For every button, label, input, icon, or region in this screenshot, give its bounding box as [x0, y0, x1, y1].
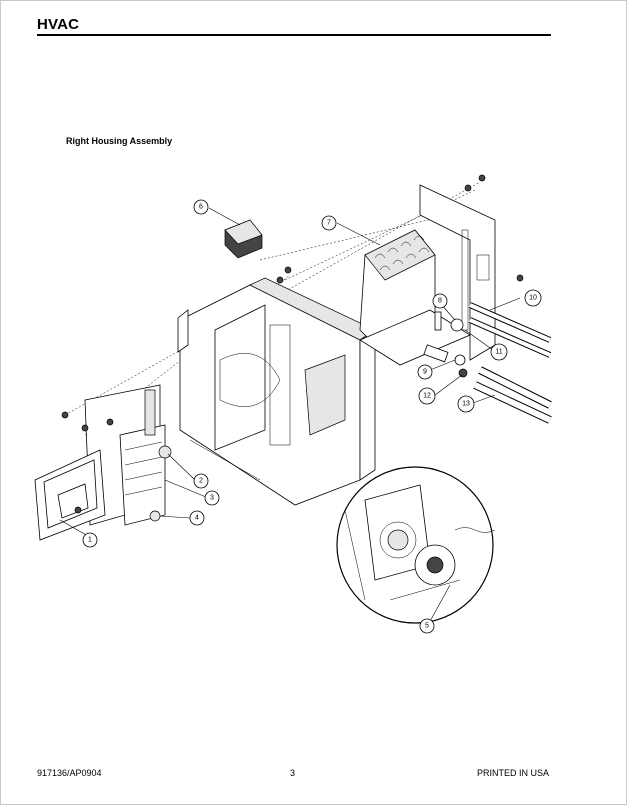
detail-view	[336, 466, 496, 624]
svg-text:2: 2	[199, 478, 203, 485]
callout-3: 3	[204, 490, 220, 506]
svg-text:1: 1	[88, 537, 92, 544]
knob-2	[158, 445, 172, 459]
valve-fittings	[423, 311, 468, 378]
callout-12: 12	[418, 387, 436, 405]
svg-text:13: 13	[462, 401, 470, 408]
callout-13: 13	[457, 395, 475, 413]
svg-text:9: 9	[423, 369, 427, 376]
footer-page-number: 3	[290, 768, 296, 778]
header-rule	[37, 34, 551, 36]
main-housing	[177, 277, 376, 506]
svg-text:10: 10	[529, 295, 537, 302]
callout-1: 1	[82, 532, 98, 548]
svg-text:12: 12	[423, 393, 431, 400]
svg-text:5: 5	[425, 623, 429, 630]
svg-text:8: 8	[438, 298, 442, 305]
svg-text:3: 3	[210, 495, 214, 502]
callout-11: 11	[490, 343, 508, 361]
callout-8: 8	[432, 293, 448, 309]
svg-text:7: 7	[327, 220, 331, 227]
header-title: HVAC	[37, 16, 80, 33]
callout-10: 10	[524, 289, 542, 307]
bezel-gasket	[34, 449, 106, 541]
callout-6: 6	[193, 199, 209, 215]
control-panel	[84, 384, 166, 526]
callout-7: 7	[321, 215, 337, 231]
svg-text:4: 4	[195, 515, 199, 522]
exploded-parts-diagram: 1 2 3 4 5 6 7 8 9 10 11 12	[34, 174, 552, 634]
screws	[61, 174, 524, 514]
filter-cartridge	[224, 219, 263, 259]
callout-9: 9	[417, 364, 433, 380]
svg-text:11: 11	[495, 349, 502, 356]
section-title: Right Housing Assembly	[66, 136, 173, 146]
footer-printed: PRINTED IN USA	[477, 768, 550, 778]
footer-doc-number: 917136/AP0904	[37, 768, 102, 778]
knob-4	[149, 510, 161, 522]
callout-5: 5	[419, 618, 435, 634]
rear-bracket	[419, 184, 496, 361]
svg-text:6: 6	[199, 204, 203, 211]
callout-4: 4	[189, 510, 205, 526]
refrigerant-tubes	[468, 302, 552, 424]
callout-2: 2	[193, 473, 209, 489]
